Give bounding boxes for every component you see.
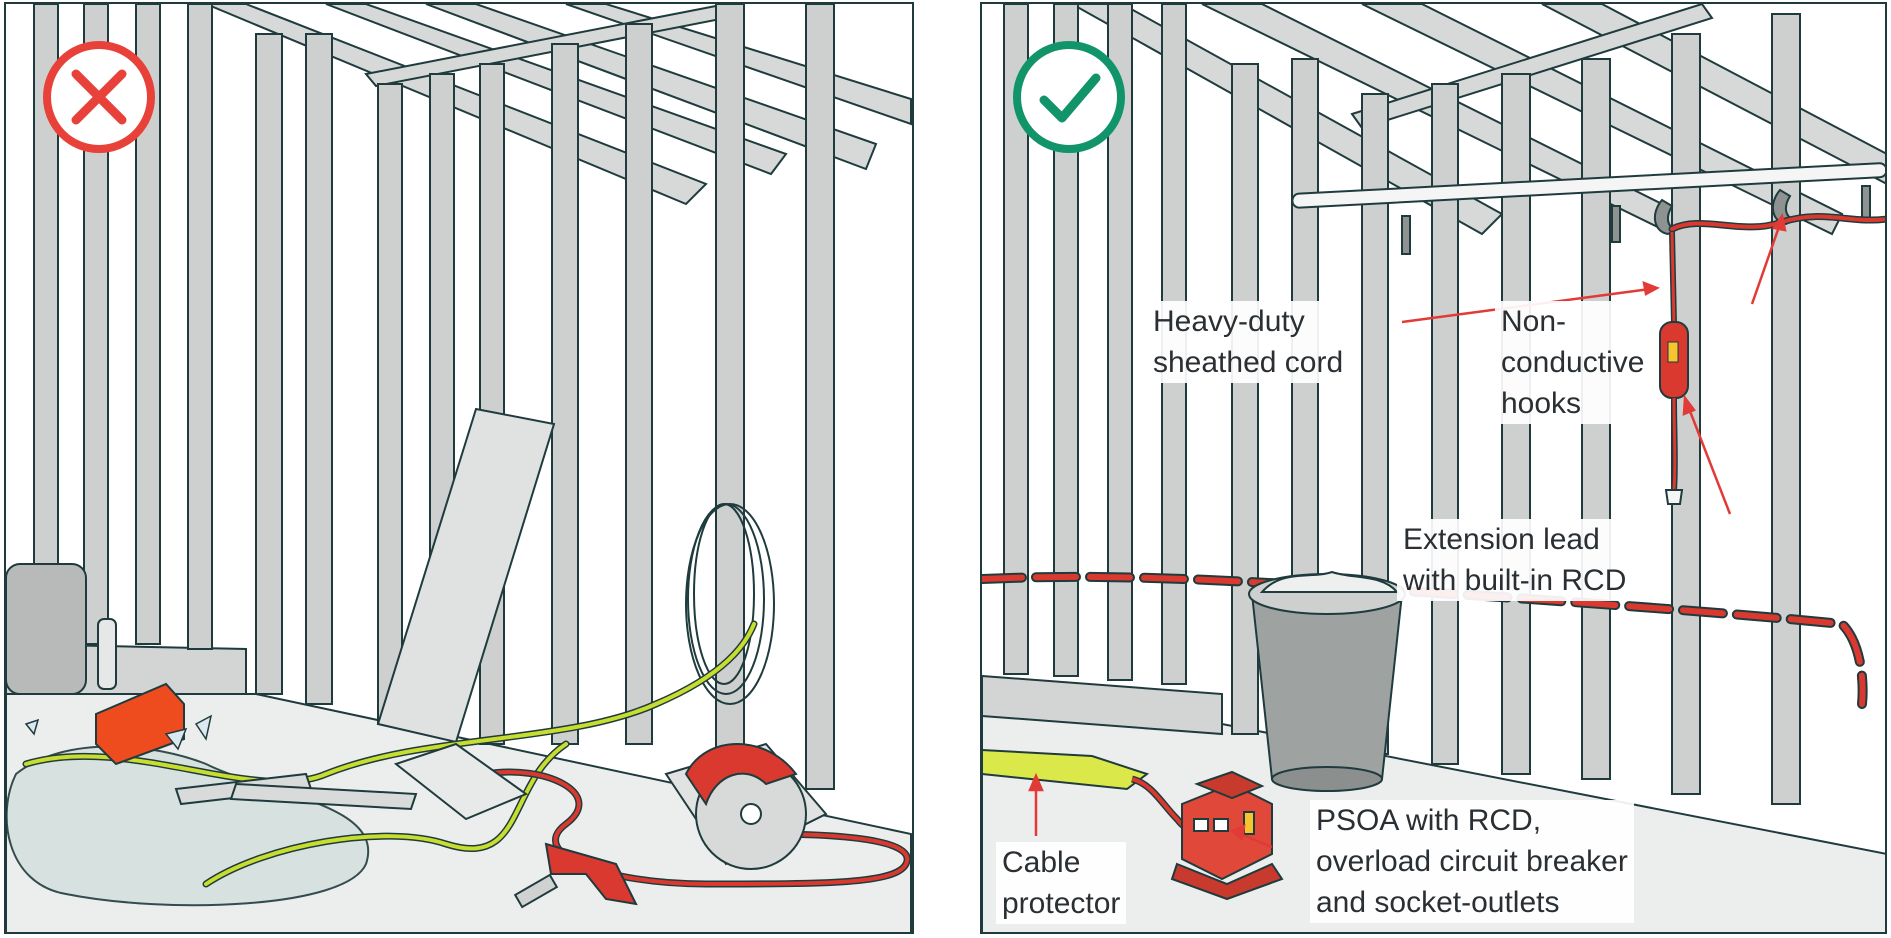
circular-saw xyxy=(664,742,828,870)
water-puddle xyxy=(6,745,370,907)
panel-right: Heavy-duty sheathed cord Non- conductive… xyxy=(980,2,1887,934)
label-heavy-duty-cord: Heavy-duty sheathed cord xyxy=(1147,301,1350,383)
hazard-scene xyxy=(6,4,912,932)
orange-box xyxy=(95,682,185,766)
callout-arrows xyxy=(1028,212,1787,849)
label-extension-lead: Extension lead with built-in RCD xyxy=(1397,519,1633,601)
panel-wrong xyxy=(4,2,914,934)
coiled-cable xyxy=(685,503,775,705)
safe-scene xyxy=(982,4,1885,932)
drill xyxy=(513,842,638,909)
hooks xyxy=(1401,185,1871,255)
red-cords xyxy=(484,770,910,887)
psoa-unit xyxy=(1170,770,1284,901)
hook-rail xyxy=(1291,162,1885,209)
label-non-conductive-hooks: Non- conductive hooks xyxy=(1495,301,1651,424)
yellow-cords xyxy=(24,622,756,886)
label-cable-protector: Cable protector xyxy=(996,842,1127,924)
cross-icon xyxy=(42,40,156,154)
label-psoa: PSOA with RCD, overload circuit breaker … xyxy=(1310,800,1634,923)
bin xyxy=(1248,570,1406,792)
check-icon xyxy=(1012,40,1126,154)
